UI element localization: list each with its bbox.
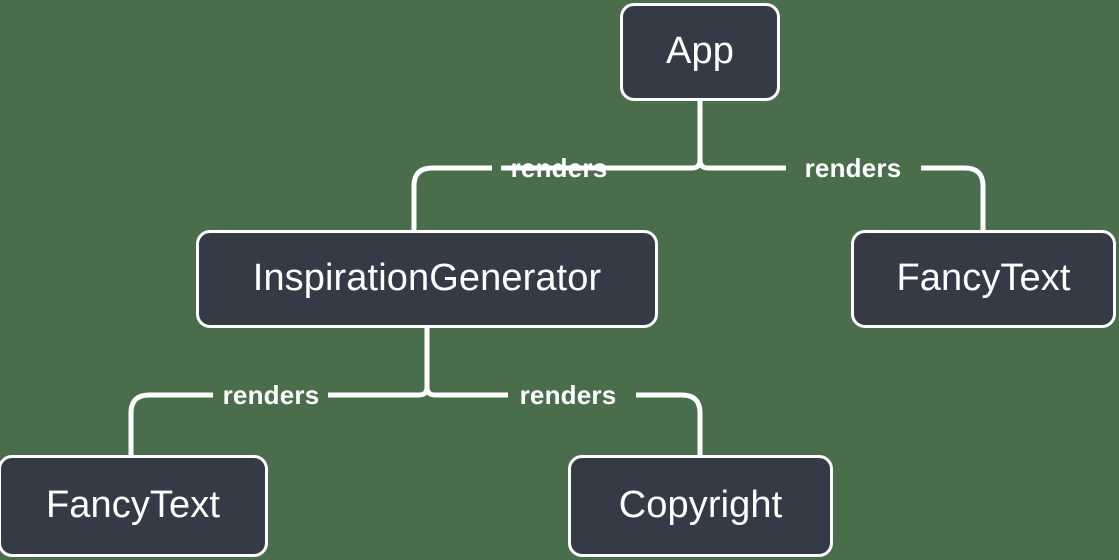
node-inspiration-generator[interactable]: InspirationGenerator: [196, 230, 658, 328]
edge-label-inspiration-generator-to-fancy-text: renders: [223, 382, 320, 408]
edge-label-text: renders: [222, 380, 320, 410]
edge-label-app-to-fancy-text-right: renders: [805, 155, 902, 181]
node-copyright[interactable]: Copyright: [568, 455, 833, 557]
node-fancy-text-bottom[interactable]: FancyText: [0, 455, 268, 557]
node-label: FancyText: [45, 484, 221, 526]
node-label: App: [666, 30, 734, 72]
node-label: Copyright: [618, 484, 783, 526]
edge-app-to-fancytext-elbow: [921, 165, 986, 230]
edge-label-app-to-inspiration-generator: renders: [511, 155, 608, 181]
edge-app-to-inspiration-elbow: [411, 165, 492, 230]
edge-label-text: renders: [510, 153, 608, 183]
edge-inspiration-junction-right: [424, 386, 471, 398]
node-label: FancyText: [896, 257, 1071, 299]
edge-app-junction-left: [620, 159, 703, 171]
edge-app-junction-right: [697, 159, 744, 171]
edge-inspiration-to-copyright-elbow: [636, 392, 703, 455]
node-app[interactable]: App: [620, 3, 780, 101]
edge-label-text: renders: [804, 153, 902, 183]
edge-inspiration-to-fancytext-elbow: [128, 392, 213, 455]
node-label: InspirationGenerator: [252, 257, 602, 299]
edge-label-text: renders: [519, 380, 617, 410]
edge-inspiration-junction-left: [347, 386, 430, 398]
node-fancy-text-right[interactable]: FancyText: [851, 230, 1116, 328]
edge-label-inspiration-generator-to-copyright: renders: [520, 382, 617, 408]
